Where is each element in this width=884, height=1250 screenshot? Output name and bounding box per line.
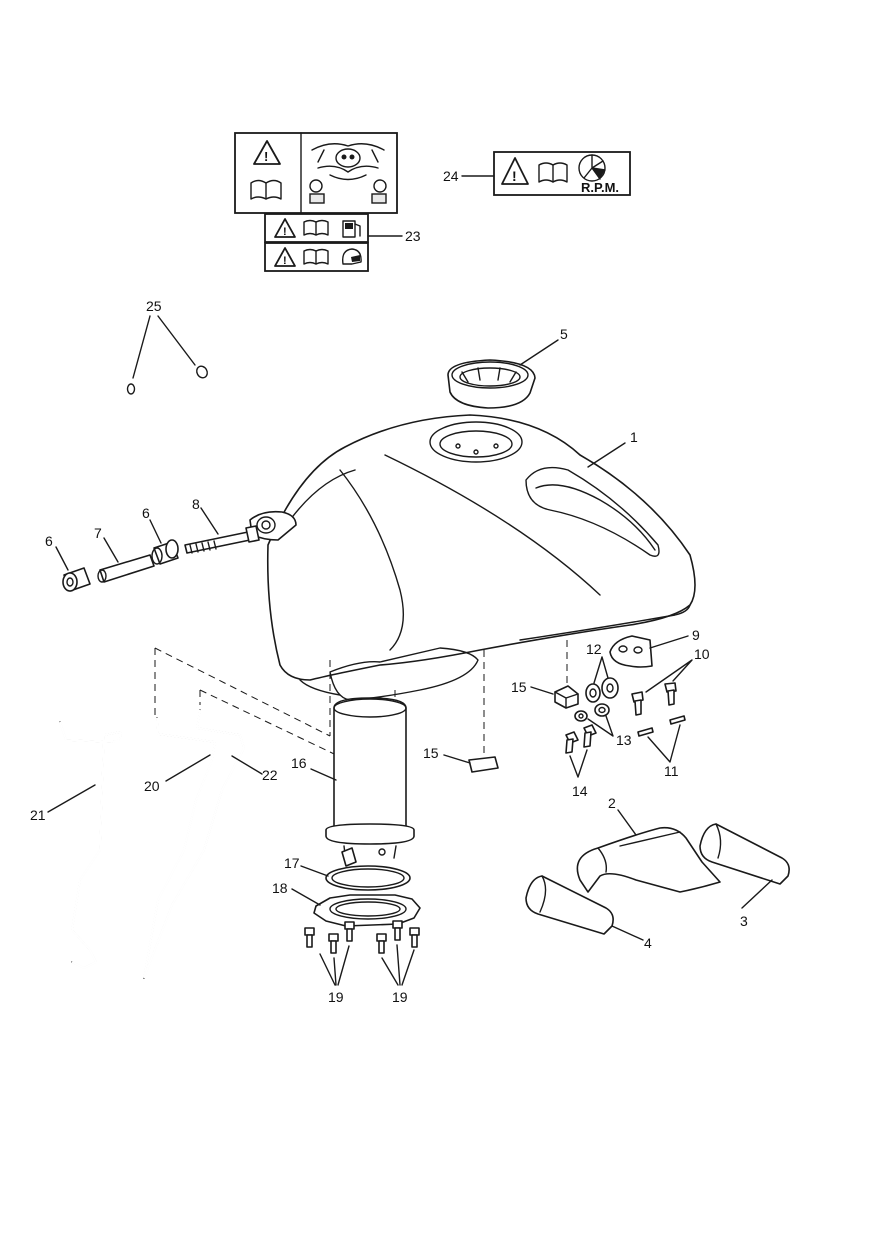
drain-hose-20: 20 [143, 717, 217, 979]
callout-1: 1 [630, 429, 638, 445]
leader-21 [47, 784, 96, 813]
pins-11: 11 [637, 715, 686, 779]
svg-text:!: ! [264, 149, 268, 164]
svg-text:!: ! [283, 226, 287, 238]
callout-18: 18 [272, 880, 288, 896]
leader-6a [55, 546, 69, 571]
warning-triangle-icon: ! [274, 247, 296, 267]
svg-text:!: ! [283, 255, 287, 267]
callout-4: 4 [644, 935, 652, 951]
leader-7 [103, 537, 119, 563]
bush-6-left: 6 [45, 533, 91, 592]
callout-6a: 6 [45, 533, 53, 549]
leader-20 [165, 754, 211, 782]
rubber-block-15b: 15 [423, 745, 499, 773]
callout-10: 10 [694, 646, 710, 662]
callout-24: 24 [443, 168, 459, 184]
breather-hose-21: 21 [30, 721, 122, 970]
callout-11: 11 [664, 763, 679, 779]
warning-label-helmet: ! [264, 242, 369, 272]
washers-13: 13 [574, 703, 632, 748]
leader-18 [291, 888, 321, 906]
front-mount-bracket [249, 510, 297, 541]
retaining-plate-18: 18 [272, 880, 421, 927]
callout-15a: 15 [511, 679, 527, 695]
drain-hose-22: 22 [143, 709, 278, 979]
callout-12: 12 [586, 641, 602, 657]
callout-6b: 6 [142, 505, 150, 521]
callout-15b: 15 [423, 745, 439, 761]
callout-9: 9 [692, 627, 700, 643]
screws-19-left: 19 [304, 921, 355, 1005]
open-book-icon [303, 219, 329, 236]
open-book-icon [538, 162, 568, 183]
bush-6-right: 6 [142, 505, 179, 565]
warning-label-23: ! [234, 132, 398, 214]
leader-9 [649, 635, 689, 649]
callout-14: 14 [572, 783, 588, 799]
callout-13: 13 [616, 732, 632, 748]
leader-17 [300, 865, 329, 877]
rear-bracket-9: 9 [609, 627, 700, 668]
callout-5: 5 [560, 326, 568, 342]
screws-19-right: 19 [376, 920, 420, 1005]
leader-22 [231, 755, 263, 775]
callout-3: 3 [740, 913, 748, 929]
spacer-tube-7: 7 [94, 525, 155, 583]
callout-2: 2 [608, 795, 616, 811]
knee-pad-3: 3 [699, 823, 790, 929]
rubber-block-15a: 15 [511, 679, 579, 709]
callout-17: 17 [284, 855, 300, 871]
screws-10: 10 [631, 646, 710, 716]
leader-3 [741, 879, 773, 909]
bolts-14: 14 [565, 724, 597, 799]
callout-19b: 19 [392, 989, 408, 1005]
tachometer-icon [578, 154, 606, 182]
knee-pad-4: 4 [525, 875, 652, 951]
open-book-icon [303, 248, 329, 265]
grommets-12: 12 [585, 641, 619, 703]
leader-4 [611, 925, 644, 941]
svg-text:!: ! [512, 168, 517, 184]
helmet-icon [342, 248, 362, 265]
fuel-tank-1: 1 [266, 414, 696, 701]
leader-1 [587, 442, 626, 468]
o-ring-25: 25 [126, 298, 208, 395]
leader-5 [519, 339, 559, 366]
rider-on-motorcycle-icon [309, 143, 387, 204]
leader-16 [310, 768, 337, 781]
bolt-8: 8 [184, 496, 260, 554]
callout-7: 7 [94, 525, 102, 541]
callout-20: 20 [144, 778, 160, 794]
fuel-pump-16: 16 [291, 697, 415, 867]
warning-triangle-icon: ! [253, 140, 281, 165]
cover-2: 2 [576, 795, 721, 893]
leader-15b [443, 754, 471, 764]
callout-19a: 19 [328, 989, 344, 1005]
callout-22: 22 [262, 767, 278, 783]
leader-8 [200, 507, 219, 535]
leader-2 [617, 809, 637, 836]
fuel-pump-icon [342, 220, 361, 238]
leader-15a [530, 686, 554, 695]
callout-8: 8 [192, 496, 200, 512]
warning-label-fuel: ! [264, 213, 369, 243]
warning-triangle-icon: ! [274, 218, 296, 238]
rpm-text: R.P.M. [581, 180, 619, 195]
open-book-icon [250, 179, 282, 200]
leader-6b [149, 519, 162, 544]
callout-23: 23 [405, 228, 421, 244]
callout-16: 16 [291, 755, 307, 771]
callout-25: 25 [146, 298, 162, 314]
warning-triangle-icon: ! [501, 157, 529, 185]
warning-label-24: ! R.P.M. [493, 151, 631, 196]
seal-17: 17 [284, 855, 411, 891]
filler-cap-ring-5: 5 [447, 326, 568, 409]
callout-21: 21 [30, 807, 46, 823]
